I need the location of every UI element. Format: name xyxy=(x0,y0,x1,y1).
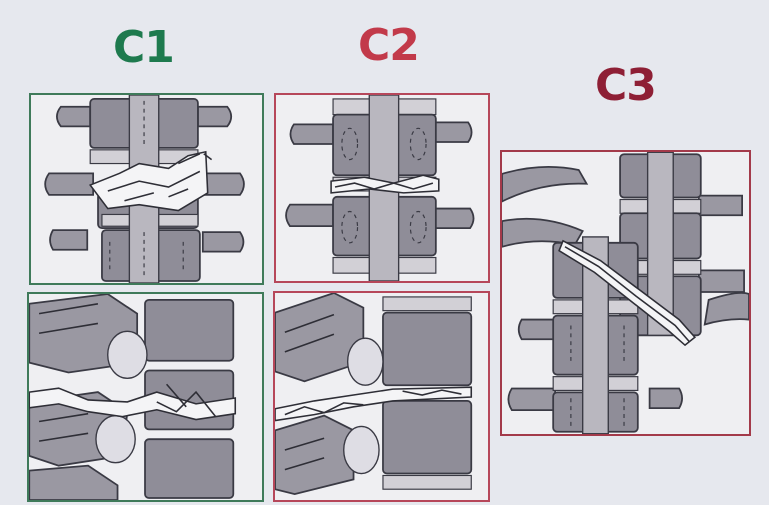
spine-c2-posterior-illustration xyxy=(276,95,488,281)
panel-c3 xyxy=(500,150,751,436)
spine-c1-posterior-illustration xyxy=(31,95,262,283)
panel-c1-lateral xyxy=(27,292,264,502)
panel-c2-posterior xyxy=(274,93,490,283)
label-c3: C3 xyxy=(595,60,656,111)
spine-c3-rotational-illustration xyxy=(502,152,749,434)
spine-c1-lateral-illustration xyxy=(29,294,262,500)
label-c2: C2 xyxy=(358,20,419,71)
spine-c2-lateral-illustration xyxy=(275,293,488,500)
panel-c1-posterior xyxy=(29,93,264,285)
panel-c2-lateral xyxy=(273,291,490,502)
label-c1: C1 xyxy=(113,22,174,73)
